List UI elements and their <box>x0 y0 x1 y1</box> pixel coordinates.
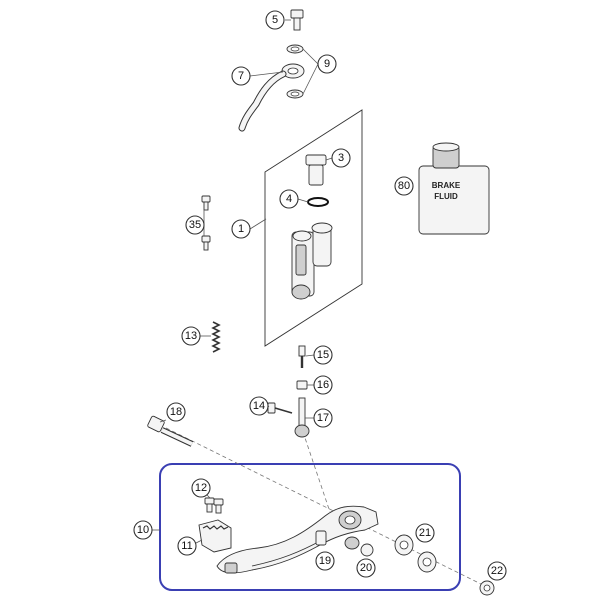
callout-13: 13 <box>181 326 201 346</box>
svg-text:21: 21 <box>419 527 431 539</box>
svg-text:9: 9 <box>324 58 330 70</box>
master-cylinder-part <box>291 222 333 300</box>
svg-text:7: 7 <box>238 70 244 82</box>
pedal-assembly-frame <box>159 463 461 591</box>
callout-16: 16 <box>313 375 333 395</box>
svg-text:17: 17 <box>317 412 329 424</box>
callout-80: 80 <box>394 176 414 196</box>
brake-pedal-arm <box>216 505 379 574</box>
pedal-pin-part <box>315 530 327 546</box>
callout-9: 9 <box>317 54 337 74</box>
svg-text:11: 11 <box>181 540 192 552</box>
svg-text:1: 1 <box>238 223 244 235</box>
callout-22: 22 <box>487 561 507 581</box>
sealing-ring-parts <box>286 44 304 99</box>
svg-text:14: 14 <box>253 400 265 412</box>
push-rod-part <box>298 345 306 368</box>
callout-12: 12 <box>191 478 211 498</box>
callout-17: 17 <box>313 408 333 428</box>
callout-18: 18 <box>166 402 186 422</box>
brake-line-part <box>238 63 305 132</box>
spring-part <box>211 321 221 353</box>
callout-14: 14 <box>249 396 269 416</box>
svg-text:35: 35 <box>189 219 201 231</box>
washer-part <box>360 543 374 557</box>
callout-1: 1 <box>231 219 251 239</box>
svg-text:15: 15 <box>317 349 329 361</box>
svg-text:4: 4 <box>286 193 292 205</box>
svg-text:20: 20 <box>360 562 372 574</box>
svg-text:12: 12 <box>195 482 207 494</box>
svg-text:80: 80 <box>398 180 410 192</box>
callout-5: 5 <box>265 10 285 30</box>
callout-20: 20 <box>356 558 376 578</box>
bottle-label-line2: FLUID <box>434 192 458 201</box>
pin-part <box>267 402 293 414</box>
svg-text:3: 3 <box>338 152 344 164</box>
callout-15: 15 <box>313 345 333 365</box>
svg-text:10: 10 <box>137 524 149 536</box>
bottle-label-line1: BRAKE <box>432 181 461 190</box>
svg-text:18: 18 <box>170 406 182 418</box>
callout-21: 21 <box>415 523 435 543</box>
bushing-parts <box>394 534 437 573</box>
spring-axis-line <box>302 431 331 513</box>
pivot-bolt-part <box>147 415 194 447</box>
pivot-nut-part <box>479 580 495 596</box>
callout-35: 35 <box>185 215 205 235</box>
svg-text:19: 19 <box>319 555 331 567</box>
callout-19: 19 <box>315 551 335 571</box>
reservoir-connector-part <box>305 154 327 186</box>
step-plate-part <box>198 519 232 553</box>
banjo-bolt-part <box>290 9 304 31</box>
callout-10: 10 <box>133 520 153 540</box>
small-bolt-parts <box>204 497 224 514</box>
svg-text:16: 16 <box>317 379 329 391</box>
svg-text:5: 5 <box>272 14 278 26</box>
nut-part <box>296 380 308 390</box>
callout-7: 7 <box>231 66 251 86</box>
callout-3: 3 <box>331 148 351 168</box>
callout-4: 4 <box>279 189 299 209</box>
callout-11: 11 <box>177 536 197 556</box>
screw-parts <box>201 195 211 251</box>
clevis-part <box>294 397 310 438</box>
svg-text:22: 22 <box>491 565 503 577</box>
svg-text:13: 13 <box>185 330 197 342</box>
brake-fluid-bottle: BRAKE FLUID <box>418 142 490 235</box>
